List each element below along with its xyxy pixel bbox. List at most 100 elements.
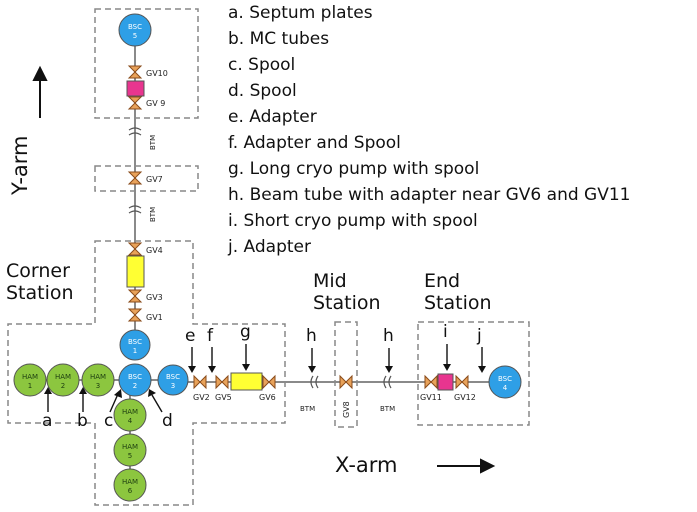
mid-station-title-line1: Mid [313, 270, 347, 292]
y-tube-break-1 [128, 127, 142, 136]
corner-station-title: Corner Station [6, 260, 74, 304]
ham1-chamber [13, 363, 47, 397]
end-station-title: End Station [424, 270, 492, 314]
legend: a. Septum plates b. MC tubes c. Spool d.… [228, 0, 630, 260]
gv2-label: GV2 [193, 393, 210, 402]
arrow-d [151, 394, 163, 413]
ham6-chamber [113, 468, 147, 502]
y-arm-label: Y-arm [8, 135, 32, 195]
gv4-label: GV4 [146, 246, 163, 255]
legend-item: a. Septum plates [228, 3, 373, 23]
valve-gv5-icon [215, 374, 229, 390]
gv10-label: GV10 [146, 69, 168, 78]
gv7-label: GV7 [146, 175, 163, 184]
valve-gv8-icon [339, 374, 353, 390]
bsc4-chamber [488, 365, 522, 399]
corner-station-title-line2: Station [6, 282, 74, 304]
cryo-pump-x-short [437, 373, 454, 391]
valve-gv10-icon [127, 65, 143, 79]
letter-c: c [104, 411, 114, 431]
legend-item: j. Adapter [228, 237, 311, 257]
y-end-station-outline [94, 8, 199, 119]
valve-gv6-icon [262, 374, 276, 390]
valve-gv11-icon [424, 374, 438, 390]
x-tube-break-2 [383, 375, 392, 389]
gv5-label: GV5 [215, 393, 232, 402]
y-arm-arrow-icon [32, 65, 48, 118]
y-tube-break-2 [128, 205, 142, 214]
letter-b: b [77, 411, 88, 431]
letter-i: i [443, 322, 448, 342]
letter-h1: h [306, 326, 317, 346]
letter-g: g [240, 322, 251, 342]
btm-x2-label: BTM [380, 405, 395, 413]
letter-h2: h [383, 326, 394, 346]
valve-gv2-icon [193, 374, 207, 390]
valve-gv7-icon [127, 171, 143, 185]
end-station-title-line2: Station [424, 292, 492, 314]
valve-gv9-icon [127, 96, 143, 110]
x-arm-arrow-icon [437, 458, 496, 474]
legend-item: e. Adapter [228, 107, 317, 127]
end-station-outline [417, 321, 530, 426]
end-station-title-line1: End [424, 270, 461, 292]
letter-d: d [162, 411, 173, 431]
ham5-chamber [113, 433, 147, 467]
legend-item: h. Beam tube with adapter near GV6 and G… [228, 185, 631, 205]
gv11-label: GV11 [420, 393, 442, 402]
legend-item: d. Spool [228, 81, 297, 101]
letter-e: e [185, 326, 196, 346]
bsc5-chamber [118, 13, 152, 47]
gv6-label: GV6 [259, 393, 276, 402]
mid-station-outline [334, 321, 358, 428]
gv3-label: GV3 [146, 293, 163, 302]
legend-item: b. MC tubes [228, 29, 330, 49]
bsc1-chamber [119, 329, 151, 361]
legend-item: f. Adapter and Spool [228, 133, 401, 153]
legend-item: g. Long cryo pump with spool [228, 159, 480, 179]
x-arm-label: X-arm [335, 453, 398, 477]
letter-f: f [207, 326, 213, 346]
x-tube-break-1 [310, 375, 319, 389]
valve-gv4-icon [127, 242, 143, 256]
valve-gv12-icon [455, 374, 469, 390]
ham2-chamber [46, 363, 80, 397]
letter-a: a [42, 411, 53, 431]
mid-station-title: Mid Station [313, 270, 381, 314]
valve-gv3-icon [127, 289, 143, 303]
gv8-label: GV8 [342, 401, 351, 418]
ham3-chamber [81, 363, 115, 397]
btm-y1-label: BTM [149, 135, 157, 150]
cryo-pump-y-long [126, 255, 145, 288]
corner-station-outline [7, 240, 286, 506]
letter-j: j [477, 326, 482, 346]
btm-x1-label: BTM [300, 405, 315, 413]
btm-y2-label: BTM [149, 207, 157, 222]
arrow-c [109, 393, 119, 413]
gv1-label: GV1 [146, 313, 163, 322]
ham4-chamber [113, 398, 147, 432]
legend-item: c. Spool [228, 55, 296, 75]
bsc3-chamber [157, 364, 189, 396]
corner-station-title-line1: Corner [6, 260, 70, 282]
mid-station-title-line2: Station [313, 292, 381, 314]
gv9-label: GV 9 [146, 99, 165, 108]
cryo-pump-y-short [126, 80, 145, 97]
legend-item: i. Short cryo pump with spool [228, 211, 478, 231]
cryo-pump-x-long [230, 372, 263, 391]
valve-gv1-icon [127, 308, 143, 322]
bsc2-chamber [118, 363, 152, 397]
gv12-label: GV12 [454, 393, 476, 402]
